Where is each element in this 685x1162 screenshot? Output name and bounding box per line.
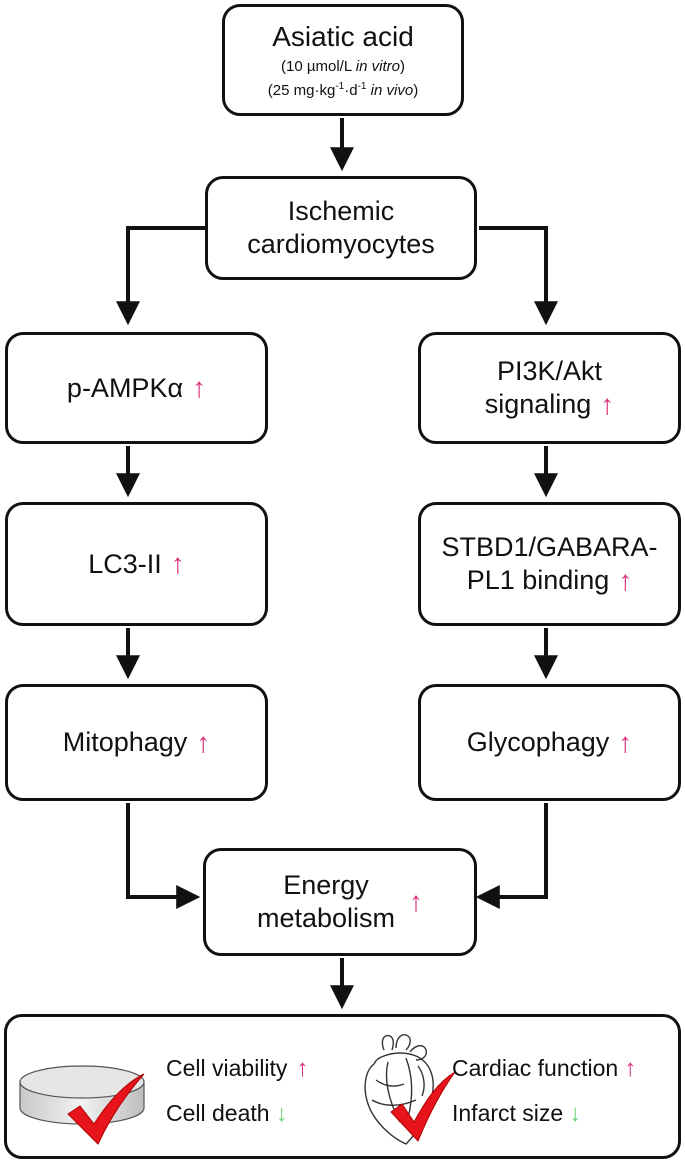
arrow-ischemic-to-ampk — [116, 226, 205, 326]
stbd1-gabara-label: STBD1/GABARA- — [441, 532, 658, 562]
outcome-box — [4, 1014, 681, 1159]
up-arrow-icon: ↑ — [618, 564, 633, 596]
up-arrow-icon: ↑ — [296, 1054, 309, 1082]
energy-label: Energy — [283, 870, 369, 900]
infarct-size-label: Infarct size — [452, 1100, 564, 1126]
energy-metabolism-box: Energy metabolism ↑ — [203, 848, 477, 956]
cardiac-function-label: Cardiac function — [452, 1055, 619, 1081]
cardiomyocytes-label: cardiomyocytes — [247, 229, 435, 259]
up-arrow-icon: ↑ — [409, 886, 424, 917]
ischemic-cardiomyocytes-box: Ischemic cardiomyocytes — [205, 176, 477, 280]
infarct-size-text: Infarct size↓ — [452, 1100, 581, 1127]
asiatic-acid-box: Asiatic acid (10 µmol/L in vitro) (25 mg… — [222, 4, 464, 116]
p-ampk-box: p-AMPKα ↑ — [5, 332, 268, 444]
arrow-mito-to-energy — [126, 803, 201, 909]
glycophagy-label: Glycophagy — [466, 727, 610, 757]
cell-viability-label: Cell viability — [166, 1055, 288, 1081]
down-arrow-icon: ↓ — [569, 1099, 582, 1127]
ischemic-label: Ischemic — [287, 196, 395, 226]
p-ampk-label: p-AMPKα — [66, 372, 184, 403]
up-arrow-icon: ↑ — [618, 726, 633, 758]
pi3k-akt-box: PI3K/Akt signaling ↑ — [418, 332, 681, 444]
up-arrow-icon: ↑ — [624, 1054, 637, 1082]
up-arrow-icon: ↑ — [600, 388, 615, 420]
lc3-ii-box: LC3-II ↑ — [5, 502, 268, 626]
up-arrow-icon: ↑ — [192, 372, 207, 403]
cell-death-label: Cell death — [166, 1100, 270, 1126]
glycophagy-box: Glycophagy ↑ — [418, 684, 681, 801]
in-vivo-dose: (25 mg·kg-1·d-1 in vivo) — [267, 80, 419, 99]
signaling-label: signaling — [484, 389, 592, 419]
cell-viability-text: Cell viability ↑ — [166, 1055, 308, 1082]
arrow-ischemic-to-pi3k — [479, 226, 558, 326]
checkmark-icon — [390, 1071, 456, 1142]
pi3k-akt-label: PI3K/Akt — [496, 356, 603, 386]
up-arrow-icon: ↑ — [170, 548, 185, 579]
up-arrow-icon: ↑ — [196, 726, 211, 758]
in-vitro-dose: (10 µmol/L in vitro) — [281, 57, 405, 75]
metabolism-label: metabolism — [256, 903, 396, 933]
cardiac-function-text: Cardiac function↑ — [452, 1055, 636, 1082]
lc3-ii-label: LC3-II — [88, 548, 162, 579]
arrow-glyco-to-energy — [475, 803, 548, 909]
checkmark-icon — [67, 1073, 145, 1145]
mitophagy-box: Mitophagy ↑ — [5, 684, 268, 801]
stbd1-gabarapl1-box: STBD1/GABARA- PL1 binding ↑ — [418, 502, 681, 626]
pl1-binding-label: PL1 binding — [466, 565, 610, 595]
down-arrow-icon: ↓ — [275, 1099, 288, 1127]
cell-death-text: Cell death↓ — [166, 1100, 288, 1127]
mitophagy-label: Mitophagy — [62, 727, 188, 757]
asiatic-acid-title: Asiatic acid — [272, 20, 414, 52]
